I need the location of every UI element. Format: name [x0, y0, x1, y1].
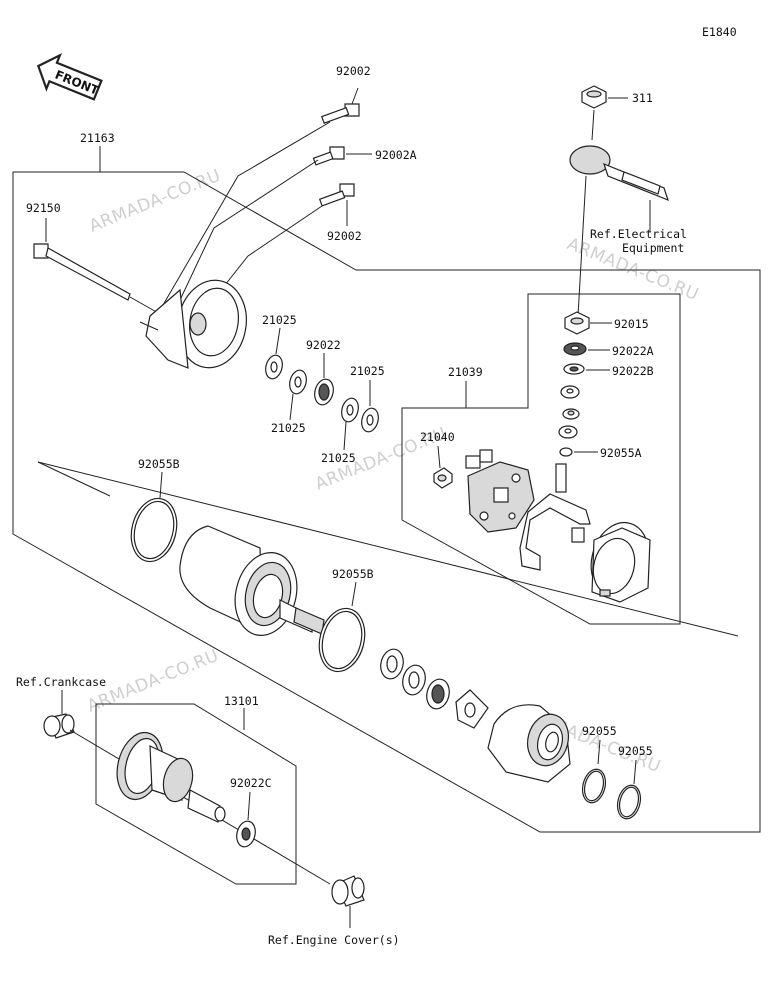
- label-92055-b: 92055: [618, 744, 653, 758]
- o-ring-92055a: [559, 447, 573, 457]
- brush-holder: [519, 463, 591, 571]
- brush-spring-21040: [433, 467, 453, 489]
- terminal-boot: [569, 145, 669, 232]
- starter-clutch-gear: [116, 731, 226, 823]
- engine-cover-bushing: [331, 875, 365, 907]
- label-21025-d: 21025: [321, 451, 356, 465]
- bolt-92002-bottom: [318, 183, 355, 226]
- brush-plate: [465, 449, 535, 533]
- bolt-92002a: [312, 146, 372, 166]
- label-21163: 21163: [80, 131, 115, 145]
- front-arrow-icon: FRONT: [36, 53, 103, 101]
- label-92002-top: 92002: [336, 64, 371, 78]
- washer-92022a: [563, 342, 587, 356]
- ref-engine-cover: Ref.Engine Cover(s): [268, 933, 400, 947]
- label-92055a: 92055A: [600, 446, 642, 460]
- nut-311: [581, 85, 607, 109]
- crankcase-bushing: [43, 713, 75, 739]
- ref-electrical-line1: Ref.Electrical: [590, 227, 687, 241]
- insulator-washers: [558, 385, 580, 439]
- label-21025-b: 21025: [271, 421, 306, 435]
- nut-92015: [564, 311, 590, 335]
- label-92055b-left: 92055B: [138, 457, 180, 471]
- label-92055b-right: 92055B: [332, 567, 374, 581]
- label-92002-bottom: 92002: [327, 229, 362, 243]
- label-92055-a: 92055: [582, 724, 617, 738]
- label-21040: 21040: [420, 430, 455, 444]
- label-21039: 21039: [448, 365, 483, 379]
- ref-electrical-line2: Equipment: [622, 241, 684, 255]
- brush-assembly-outline: [401, 293, 681, 625]
- label-92022: 92022: [306, 338, 341, 352]
- label-92150: 92150: [26, 201, 61, 215]
- label-92015: 92015: [614, 317, 649, 331]
- o-ring-92055-a: [581, 768, 607, 804]
- label-92022b: 92022B: [612, 364, 654, 378]
- shim-stack: [380, 648, 489, 729]
- label-311: 311: [632, 91, 653, 105]
- label-21025-c: 21025: [350, 364, 385, 378]
- washer-92022c: [236, 820, 256, 848]
- watermark-text: ARMADA-CO.RU: [86, 166, 223, 237]
- starter-yoke: [179, 525, 325, 636]
- o-ring-92055-b: [616, 784, 642, 820]
- washer-92022b: [563, 363, 585, 375]
- starter-clutch-outline: [95, 703, 297, 885]
- drive-end-housing: [487, 704, 571, 783]
- label-92022a: 92022A: [612, 344, 654, 358]
- o-ring-92055b-right: [318, 607, 366, 673]
- label-92022c: 92022C: [230, 776, 272, 790]
- bolt-92002-top: [320, 87, 360, 124]
- starter-end-cover: [139, 279, 247, 369]
- commutator-end-housing: [590, 521, 651, 603]
- diagram-code: E1840: [702, 25, 737, 39]
- label-92002a: 92002A: [375, 148, 417, 162]
- assembly-outline: [12, 171, 761, 833]
- label-21025-a: 21025: [262, 313, 297, 327]
- washer-stack-21025: [265, 354, 379, 433]
- through-bolt-92150: [33, 243, 161, 315]
- watermarks: ARMADA-CO.RU ARMADA-CO.RU ARMADA-CO.RU A…: [84, 166, 701, 778]
- label-13101: 13101: [224, 694, 259, 708]
- o-ring-92055b-left: [130, 497, 178, 563]
- ref-crankcase: Ref.Crankcase: [16, 675, 106, 689]
